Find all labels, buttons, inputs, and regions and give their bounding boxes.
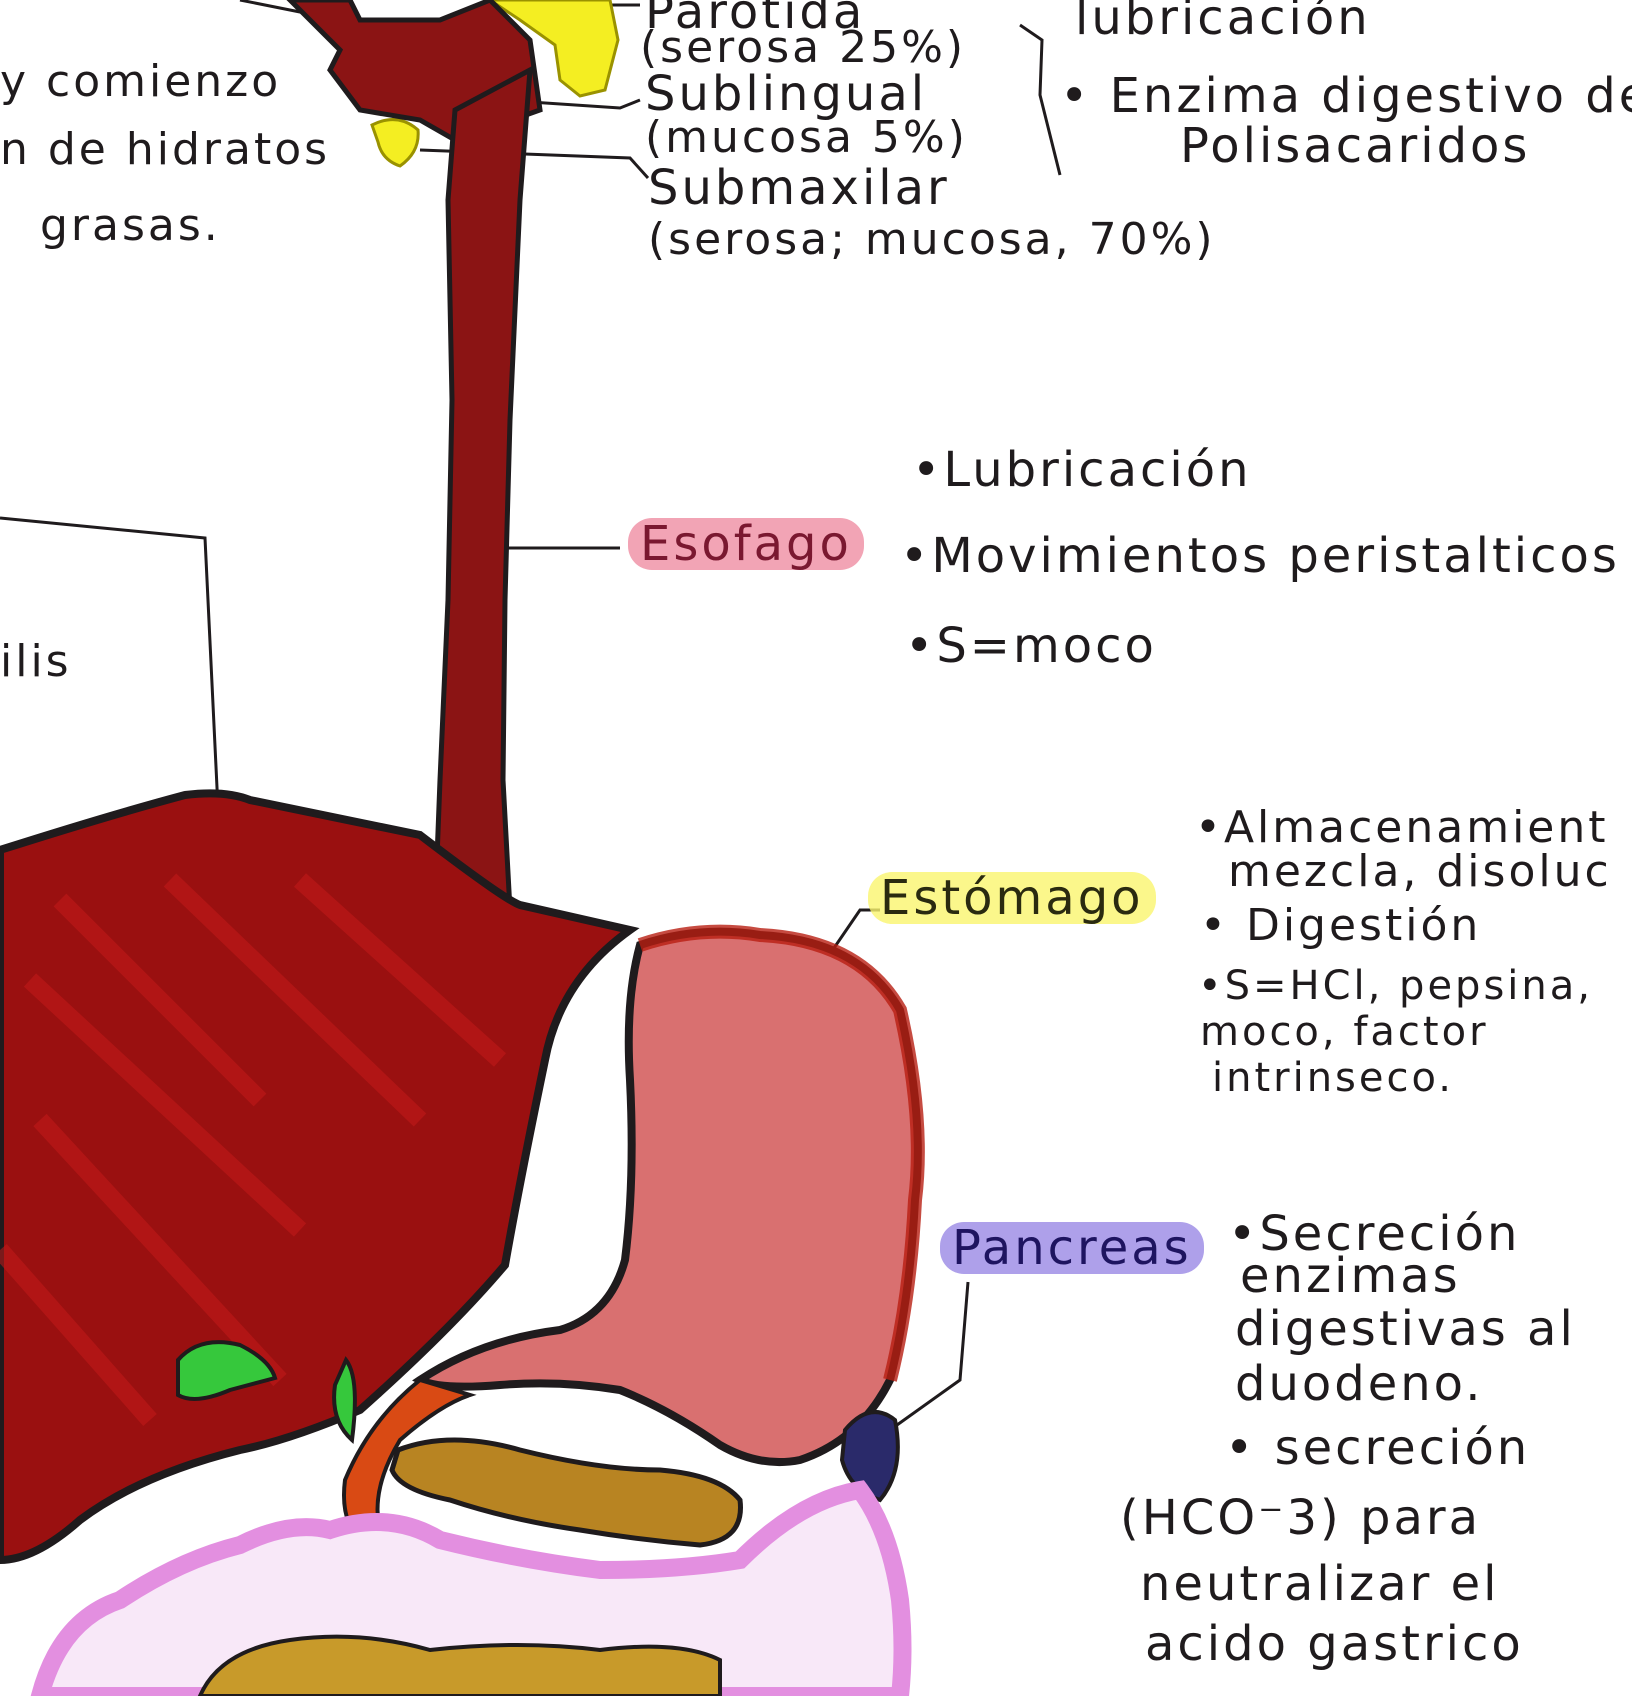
left-note-line3: grasas. bbox=[40, 204, 221, 248]
saliva-function-1: lubricación bbox=[1075, 0, 1371, 42]
sublingual-detail: (mucosa 5%) bbox=[645, 116, 968, 160]
estomago-function-1-cont: mezcla, disoluc bbox=[1228, 850, 1612, 894]
esofago-function-3: •S=moco bbox=[905, 622, 1157, 670]
pancreas-function-2: • secreción bbox=[1225, 1424, 1530, 1472]
pancreas-function-2-cont3: acido gastrico bbox=[1145, 1620, 1524, 1668]
parotida-detail: (serosa 25%) bbox=[640, 26, 966, 70]
left-note-line1: y comienzo bbox=[0, 60, 281, 104]
pancreas-function-1-cont3: duodeno. bbox=[1235, 1360, 1483, 1408]
estomago-function-3-cont: moco, factor bbox=[1200, 1012, 1489, 1052]
pancreas-label: Pancreas bbox=[940, 1222, 1204, 1274]
pancreas bbox=[392, 1440, 741, 1545]
esofago-label: Esofago bbox=[628, 518, 864, 570]
estomago-function-3-cont2: intrinseco. bbox=[1212, 1058, 1454, 1098]
submaxilar-detail: (serosa; mucosa, 70%) bbox=[648, 218, 1216, 262]
sublingual-label: Sublingual bbox=[645, 70, 927, 118]
saliva-function-2-cont: Polisacaridos bbox=[1180, 122, 1530, 170]
pancreas-function-2-cont: (HCO⁻3) para bbox=[1120, 1494, 1481, 1542]
pancreas-function-1-cont: enzimas bbox=[1240, 1252, 1461, 1300]
esofago-function-2: •Movimientos peristalticos bbox=[900, 532, 1620, 580]
estomago-function-3: •S=HCl, pepsina, bbox=[1198, 966, 1593, 1006]
submaxillary-gland bbox=[372, 120, 418, 166]
submaxilar-label: Submaxilar bbox=[648, 164, 950, 212]
saliva-function-2: • Enzima digestivo de bbox=[1060, 72, 1632, 120]
large-intestine-core bbox=[200, 1637, 720, 1696]
left-note-fragment: ilis bbox=[0, 640, 72, 684]
estomago-label: Estómago bbox=[868, 872, 1156, 924]
esophagus bbox=[435, 70, 530, 910]
pancreas-function-1-cont2: digestivas al bbox=[1235, 1305, 1576, 1353]
left-note-line2: n de hidratos bbox=[0, 128, 330, 172]
estomago-function-1: •Almacenamient bbox=[1195, 806, 1609, 850]
pancreas-function-2-cont2: neutralizar el bbox=[1140, 1560, 1499, 1608]
esofago-function-1: •Lubricación bbox=[912, 446, 1252, 494]
estomago-function-2: • Digestión bbox=[1200, 904, 1481, 948]
